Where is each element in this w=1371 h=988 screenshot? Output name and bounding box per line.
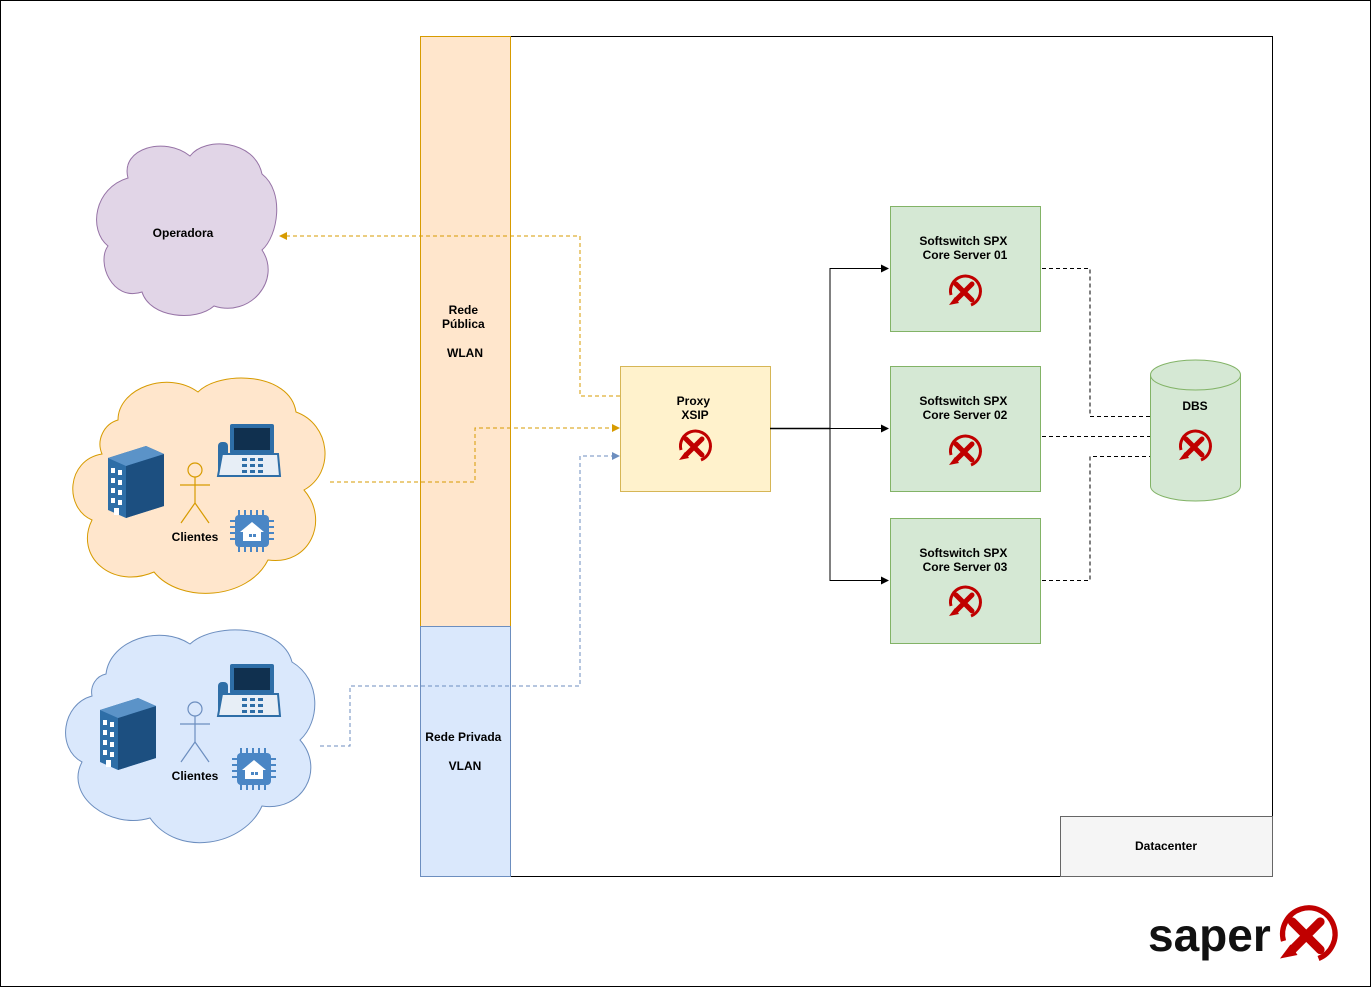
core03-dbs-connector	[1042, 456, 1150, 581]
proxy-line-1: Proxy	[677, 394, 711, 408]
public-clients-label: Clientes	[172, 530, 219, 544]
core-server-02-line-1: Softswitch SPX	[919, 394, 1007, 408]
core-server-01: Softswitch SPX Core Server 01	[890, 206, 1041, 332]
public-clients-connector	[330, 424, 620, 483]
building-icon	[108, 446, 164, 518]
building-icon	[100, 698, 156, 770]
public-network-label: Rede Pública WLAN	[442, 303, 488, 360]
private-network-band	[420, 626, 511, 877]
datacenter-tag	[1060, 816, 1273, 877]
iot-home-icon	[230, 510, 274, 552]
proxy-node: Proxy XSIP	[620, 366, 771, 492]
public-network-band	[420, 36, 511, 627]
client-connectors	[279, 232, 620, 747]
core-server-03-line-1: Softswitch SPX	[919, 546, 1007, 560]
saperx-logo: saper	[1148, 905, 1338, 961]
public-network-line-1: Rede	[449, 303, 479, 317]
core-server-03-label: Softswitch SPX Core Server 03	[919, 546, 1010, 574]
datacenter-label: Datacenter	[1135, 839, 1197, 853]
private-clients-connector	[320, 452, 620, 747]
core-server-02-line-2: Core Server 02	[923, 408, 1008, 422]
saperx-logo-icon	[1279, 905, 1338, 961]
private-clients-label: Clientes	[172, 769, 219, 783]
dbs-node: DBS	[1150, 359, 1241, 502]
core-server-01-line-2: Core Server 01	[923, 248, 1008, 262]
iot-home-icon	[232, 748, 276, 790]
public-network-line-2: Pública	[442, 317, 485, 331]
core-server-02: Softswitch SPX Core Server 02	[890, 366, 1041, 492]
operadora-connector	[279, 232, 620, 397]
operadora-cloud: Operadora	[96, 143, 278, 316]
private-network-label: Rede Privada VLAN	[425, 730, 504, 773]
core-server-01-line-1: Softswitch SPX	[919, 234, 1007, 248]
public-clients-cloud: Clientes	[72, 377, 326, 594]
logo-text: saper	[1148, 909, 1271, 961]
core-server-01-label: Softswitch SPX Core Server 01	[919, 234, 1010, 262]
private-network-line-3: VLAN	[449, 759, 482, 773]
proxy-core03-connector	[829, 428, 889, 585]
proxy-label: Proxy XSIP	[677, 394, 714, 422]
proxy-line-2: XSIP	[681, 408, 708, 422]
core-server-03: Softswitch SPX Core Server 03	[890, 518, 1041, 644]
core-server-02-label: Softswitch SPX Core Server 02	[919, 394, 1010, 422]
server-dbs-connectors	[1042, 268, 1150, 581]
core01-dbs-connector	[1042, 268, 1150, 417]
proxy-core01-connector	[829, 264, 889, 429]
public-network-line-4: WLAN	[447, 346, 483, 360]
dbs-label: DBS	[1182, 399, 1207, 413]
proxy-server-connectors	[770, 264, 889, 585]
private-clients-cloud: Clientes	[65, 629, 316, 844]
private-network-line-1: Rede Privada	[425, 730, 501, 744]
core-server-03-line-2: Core Server 03	[923, 560, 1008, 574]
operadora-label: Operadora	[153, 226, 214, 240]
